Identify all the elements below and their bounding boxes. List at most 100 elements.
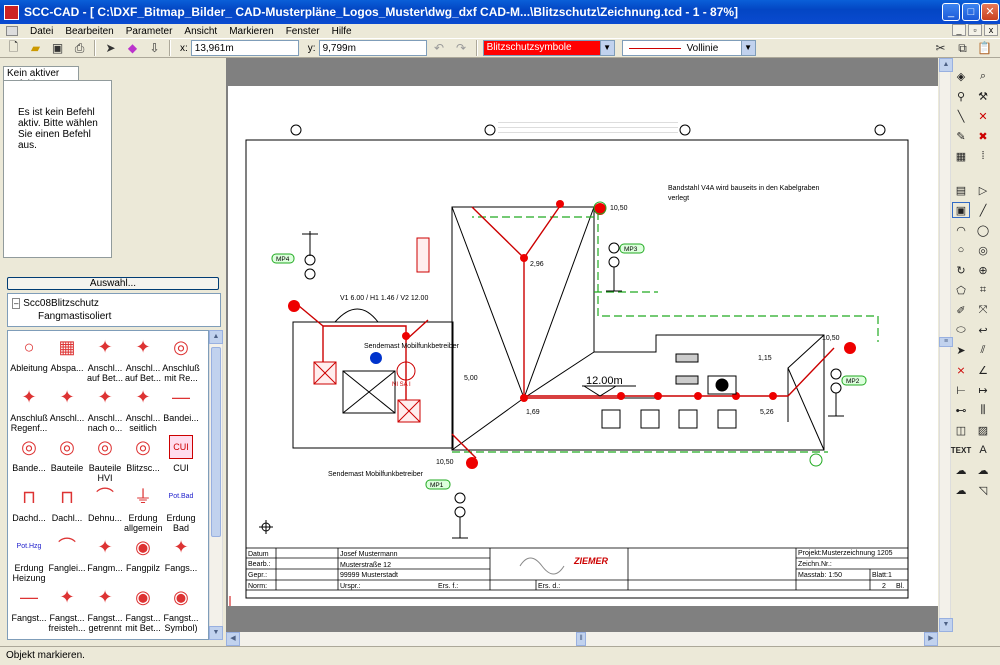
delete-line-icon[interactable]: ✕ bbox=[978, 110, 988, 123]
ellipse-icon[interactable]: ⬭ bbox=[956, 323, 966, 336]
symbol-item[interactable]: ⏚Erdung allgemein bbox=[124, 483, 163, 553]
symbol-item[interactable]: ◎Bauteile bbox=[48, 433, 86, 503]
cloud3-icon[interactable]: ☁ bbox=[955, 484, 967, 497]
symbol-item[interactable]: ✦Fangm... bbox=[86, 533, 124, 603]
cloud2-icon[interactable]: ☁ bbox=[977, 464, 989, 477]
x-red-icon[interactable]: ✖ bbox=[978, 130, 988, 143]
menu-parameter[interactable]: Parameter bbox=[125, 25, 173, 37]
import-icon[interactable]: ⇩ bbox=[149, 41, 160, 55]
symbol-item[interactable]: ○Ableitung bbox=[10, 333, 48, 403]
symbol-item[interactable]: ▦Abspa... bbox=[48, 333, 86, 403]
drawing-sheet[interactable]: Bandstahl V4A wird bauseits in den Kabel… bbox=[228, 86, 938, 606]
dimension-icon[interactable]: ⊷ bbox=[955, 404, 967, 417]
chevron-down-icon[interactable]: ▼ bbox=[599, 41, 614, 55]
y-coordinate-input[interactable] bbox=[318, 40, 427, 56]
scroll-thumb[interactable]: ⦀ bbox=[576, 632, 586, 646]
scroll-down-button[interactable]: ▼ bbox=[209, 626, 223, 640]
circle-plus-icon[interactable]: ⊕ bbox=[978, 264, 988, 277]
scroll-thumb[interactable]: ≡ bbox=[939, 337, 953, 347]
symbol-item[interactable]: ◉Fangst... mit Bet... bbox=[124, 583, 162, 639]
minimize-button[interactable]: _ bbox=[942, 3, 960, 21]
split-icon[interactable]: ⨯ bbox=[956, 364, 966, 377]
wrench-icon[interactable]: ⚒ bbox=[978, 90, 988, 103]
tree-item-child[interactable]: Fangmastisoliert bbox=[38, 311, 112, 322]
symbol-item[interactable]: ◉Fangst... Symbol) bbox=[162, 583, 200, 639]
menu-hilfe[interactable]: Hilfe bbox=[331, 25, 352, 37]
columns-icon[interactable]: ⫼ bbox=[980, 403, 986, 416]
symbol-item[interactable]: ✦Anschl... auf Bet... bbox=[124, 333, 162, 403]
text-icon[interactable]: TEXT bbox=[950, 445, 972, 455]
pencil-icon[interactable]: ✐ bbox=[956, 304, 966, 317]
symbol-item[interactable]: ⊓Dachl... bbox=[48, 483, 86, 553]
crop-icon[interactable]: ⌗ bbox=[979, 283, 987, 296]
layer-select[interactable]: Blitzschutzsymbole ▼ bbox=[482, 40, 615, 56]
symbol-item[interactable]: ✦Fangs... bbox=[162, 533, 200, 603]
hatch-icon[interactable]: ▨ bbox=[977, 424, 989, 437]
font-icon[interactable]: A bbox=[979, 444, 987, 456]
copy-icon[interactable]: ⧉ bbox=[958, 40, 967, 55]
menu-ansicht[interactable]: Ansicht bbox=[184, 25, 218, 37]
symbol-item[interactable]: ✦Anschluß Regenf... bbox=[10, 383, 48, 453]
mdi-restore-button[interactable]: ▫ bbox=[968, 24, 982, 36]
pentagon-icon[interactable]: ⬠ bbox=[956, 284, 966, 297]
line-icon[interactable]: ╲ bbox=[957, 110, 965, 123]
scroll-left-button[interactable]: ◀ bbox=[226, 632, 240, 646]
canvas-hscroll[interactable]: ◀ ⦀ ▶ bbox=[226, 632, 938, 646]
linetype-select[interactable]: Vollinie ▼ bbox=[621, 40, 756, 56]
canvas-vscroll[interactable]: ▲ ≡ ▼ bbox=[939, 58, 953, 632]
pen-icon[interactable]: ✎ bbox=[956, 130, 966, 143]
mdi-close-button[interactable]: x bbox=[984, 24, 998, 36]
symbol-item[interactable]: —Bandei... bbox=[162, 383, 200, 453]
ruler-icon[interactable]: ↦ bbox=[978, 384, 988, 397]
dash-icon[interactable]: ⤧ bbox=[978, 303, 988, 316]
cursor-icon[interactable]: ➤ bbox=[956, 344, 966, 357]
symbol-item[interactable]: ◎Anschluß mit Re... bbox=[162, 333, 200, 403]
paste-icon[interactable]: 📋 bbox=[977, 41, 992, 55]
maximize-button[interactable]: □ bbox=[962, 3, 980, 21]
line-tool-icon[interactable]: ╱ bbox=[979, 204, 987, 217]
symbol-item[interactable]: —Fangst... bbox=[10, 583, 48, 639]
menu-markieren[interactable]: Markieren bbox=[229, 25, 274, 37]
mdi-minimize-button[interactable]: _ bbox=[952, 24, 966, 36]
circle-icon[interactable]: ◯ bbox=[976, 224, 990, 237]
arc-icon[interactable]: ◠ bbox=[956, 224, 966, 237]
menu-fenster[interactable]: Fenster bbox=[285, 25, 320, 37]
menu-bearbeiten[interactable]: Bearbeiten bbox=[65, 25, 114, 37]
save-icon[interactable]: ▣ bbox=[51, 41, 64, 55]
tag-icon[interactable]: ◆ bbox=[127, 41, 138, 55]
redo-icon[interactable]: ↷ bbox=[456, 41, 467, 55]
corner-icon[interactable]: ◹ bbox=[978, 484, 988, 497]
symbol-item[interactable]: ✦Fangst... freisteh... bbox=[48, 583, 86, 639]
pointer-icon[interactable]: ➤ bbox=[105, 41, 116, 55]
cut-icon[interactable]: ✂ bbox=[935, 41, 946, 55]
symbol-item[interactable]: ◎Bande... bbox=[10, 433, 48, 503]
select-rect-icon[interactable]: ▣ bbox=[952, 202, 970, 218]
scroll-up-button[interactable]: ▲ bbox=[209, 330, 223, 344]
print-icon[interactable]: ⎙ bbox=[74, 40, 85, 55]
circle-dot-icon[interactable]: ◎ bbox=[978, 244, 988, 257]
symbol-item[interactable]: ⌒Fanglei... bbox=[48, 533, 86, 603]
scroll-down-button[interactable]: ▼ bbox=[939, 618, 953, 632]
new-file-icon[interactable]: 🗋 bbox=[8, 39, 19, 54]
text-box-icon[interactable]: ▤ bbox=[955, 184, 967, 197]
tab-kein-aktiver-befehl[interactable]: Kein aktiver Befehl bbox=[3, 66, 79, 90]
panel-icon[interactable]: ◫ bbox=[955, 424, 967, 437]
circle-outline-icon[interactable]: ○ bbox=[957, 244, 965, 256]
search-icon[interactable]: ⚲ bbox=[956, 90, 966, 103]
symbol-item[interactable]: ◉Fangpilz bbox=[124, 533, 162, 603]
symbol-item[interactable]: ✦Anschl... nach o... bbox=[86, 383, 124, 453]
zoom-icon[interactable]: ⌕ bbox=[979, 69, 987, 82]
rotate-icon[interactable]: ↻ bbox=[956, 264, 966, 277]
scroll-right-button[interactable]: ▶ bbox=[924, 632, 938, 646]
layers-icon[interactable]: ◈ bbox=[956, 70, 966, 83]
tree-item-root[interactable]: – Scc08Blitzschutz bbox=[12, 298, 99, 309]
close-button[interactable]: ✕ bbox=[981, 3, 999, 21]
symbol-item[interactable]: ⊓Dachd... bbox=[10, 483, 48, 553]
grid-dots-icon[interactable]: ⁞ bbox=[981, 150, 985, 162]
slash-icon[interactable]: ⫽ bbox=[980, 343, 986, 356]
undo-icon[interactable]: ↶ bbox=[434, 41, 445, 55]
scroll-up-button[interactable]: ▲ bbox=[939, 58, 953, 72]
triangle-icon[interactable]: ▷ bbox=[978, 184, 988, 197]
